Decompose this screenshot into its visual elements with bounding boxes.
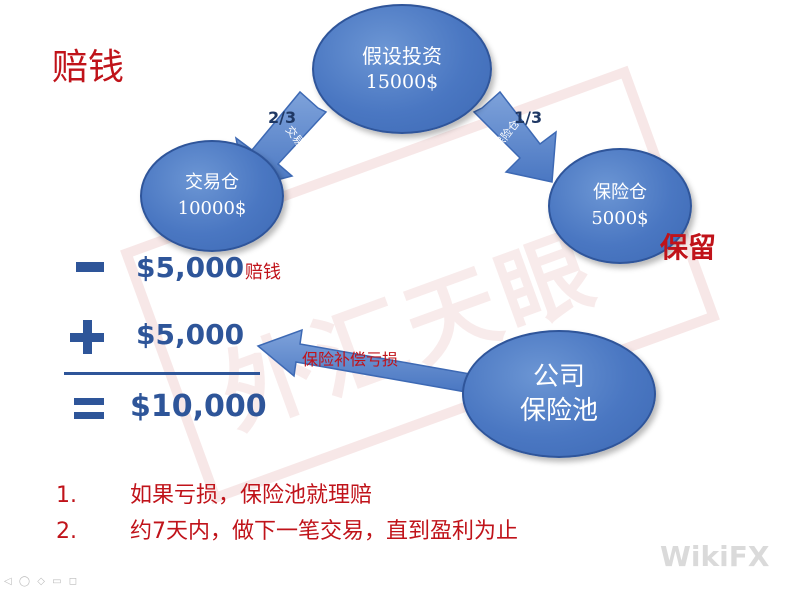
arrow-to-insurance xyxy=(472,90,557,183)
note-text: 如果亏损，保险池就理赔 xyxy=(130,483,373,508)
node-insurance-title: 保险仓 xyxy=(593,182,647,203)
ratio-right: 1/3 xyxy=(514,108,543,127)
compensation-label: 保险补偿亏损 xyxy=(302,350,399,369)
node-invest-title: 假设投资 xyxy=(362,44,442,68)
total-amount: $10,000 xyxy=(130,389,267,424)
plus-sign-vertical xyxy=(83,320,92,354)
node-insurance: 保险仓 5000$ xyxy=(548,148,692,264)
note-item: 2. 约7天内，做下一笔交易，直到盈利为止 xyxy=(56,514,518,550)
equals-sign-top xyxy=(74,398,104,405)
equals-sign-bottom xyxy=(74,412,104,419)
page-title: 赔钱 xyxy=(52,47,125,88)
keep-label: 保留 xyxy=(660,231,717,264)
watermark-logo: WikiFX xyxy=(660,540,770,573)
node-trade-title: 交易仓 xyxy=(185,172,239,193)
note-text: 约7天内，做下一笔交易，直到盈利为止 xyxy=(130,519,518,544)
loss-label: 赔钱 xyxy=(245,262,281,283)
node-company: 公司 保险池 xyxy=(462,330,656,458)
node-company-subtitle: 保险池 xyxy=(519,396,598,426)
compensation-amount: $5,000 xyxy=(136,318,245,351)
note-item: 1. 如果亏损，保险池就理赔 xyxy=(56,478,518,514)
node-trade: 交易仓 10000$ xyxy=(140,140,284,252)
node-trade-amount: 10000$ xyxy=(177,198,247,219)
note-number: 1. xyxy=(56,483,77,508)
arrow-company-to-calc xyxy=(256,328,471,393)
note-number: 2. xyxy=(56,519,77,544)
ratio-left: 2/3 xyxy=(268,108,297,127)
loss-amount: $5,000 xyxy=(136,251,245,284)
notes-list: 1. 如果亏损，保险池就理赔 2. 约7天内，做下一笔交易，直到盈利为止 xyxy=(56,478,518,550)
sum-rule xyxy=(64,372,260,375)
node-invest: 假设投资 15000$ xyxy=(312,4,492,134)
node-invest-amount: 15000$ xyxy=(365,71,439,93)
node-insurance-amount: 5000$ xyxy=(591,208,649,229)
minus-sign xyxy=(76,262,104,272)
footer-toolbar-icons: ◁ ◯ ◇ ▭ ◻ xyxy=(4,576,80,587)
node-company-title: 公司 xyxy=(532,362,585,392)
